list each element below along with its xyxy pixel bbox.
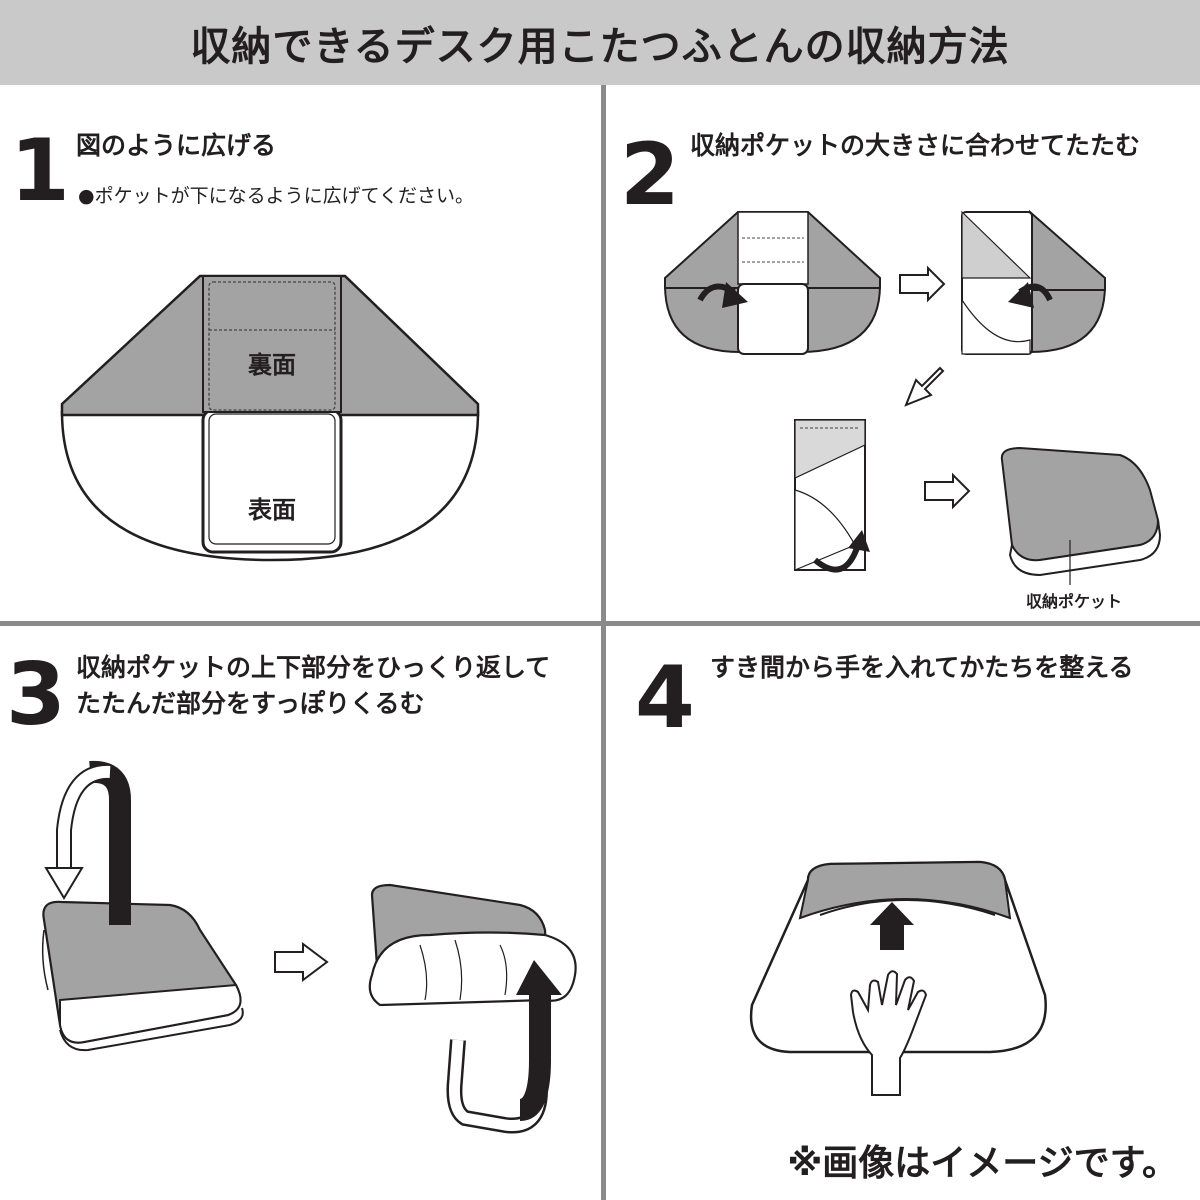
step-3-number: 3 — [6, 645, 66, 745]
vertical-divider — [601, 85, 606, 1200]
step-4-title: すき間から手を入れてかたちを整える — [710, 653, 1134, 682]
step-2-folding-sequence-illustration — [663, 209, 1162, 585]
back-side-label: 裏面 — [248, 351, 296, 379]
step-3-title-line1: 収納ポケットの上下部分をひっくり返して — [76, 653, 551, 682]
header-bar: 収納できるデスク用こたつふとんの収納方法 — [0, 0, 1200, 85]
step-1-number: 1 — [10, 121, 70, 221]
step-3-wrapping-illustration — [41, 760, 577, 1134]
step-1-note: ●ポケットが下になるように広げてください。 — [78, 185, 475, 207]
horizontal-divider — [0, 621, 1200, 626]
storage-pocket-label: 収納ポケット — [1026, 592, 1123, 611]
page-title: 収納できるデスク用こたつふとんの収納方法 — [190, 23, 1010, 70]
step-1-title: 図のように広げる — [76, 131, 277, 160]
step-4-shaping-illustration — [749, 860, 1047, 1096]
image-disclaimer: ※画像はイメージです。 — [787, 1143, 1178, 1184]
step-3-title-line2: たたんだ部分をすっぽりくるむ — [76, 689, 425, 718]
front-side-label: 表面 — [248, 496, 296, 524]
step-4-number: 4 — [635, 648, 695, 748]
step-2-title: 収納ポケットの大きさに合わせてたたむ — [690, 131, 1141, 160]
step-2-number: 2 — [620, 125, 680, 225]
step-1-unfolded-futon-illustration — [60, 274, 480, 562]
